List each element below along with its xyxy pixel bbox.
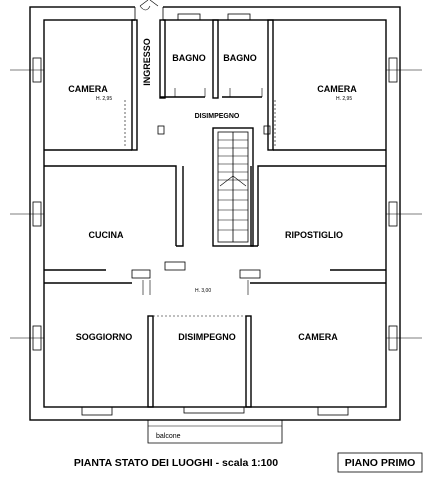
label-bagno-2: BAGNO	[223, 53, 257, 63]
label-soggiorno: SOGGIORNO	[76, 332, 133, 342]
label-balcone: balcone	[156, 433, 181, 440]
label-ripostiglio: RIPOSTIGLIO	[285, 230, 343, 240]
interior-walls-middle	[44, 127, 386, 271]
label-cucina: CUCINA	[89, 230, 124, 240]
floor-label-box	[337, 452, 423, 473]
label-camera-nw-height: H. 2,95	[96, 96, 112, 102]
label-camera-ne: CAMERA	[317, 84, 357, 94]
label-center-height: H. 3,00	[195, 288, 211, 294]
label-camera-ne-height: H. 2,95	[336, 96, 352, 102]
balcony	[147, 406, 283, 444]
plan-title: PIANTA STATO DEI LUOGHI - scala 1:100	[74, 457, 278, 469]
interior-walls-mid-upper	[44, 125, 386, 151]
label-bagno-1: BAGNO	[172, 53, 206, 63]
staircase	[218, 139, 248, 231]
side-windows	[10, 57, 422, 416]
floor-label: PIANO PRIMO	[345, 457, 416, 469]
interior-walls-top	[124, 13, 276, 151]
label-camera-nw: CAMERA	[68, 84, 108, 94]
entrance-door	[134, 0, 164, 20]
label-disimpegno-top: DISIMPEGNO	[195, 113, 240, 120]
label-disimpegno-bottom: DISIMPEGNO	[178, 332, 236, 342]
label-ingresso: INGRESSO	[142, 38, 152, 86]
label-camera-se: CAMERA	[298, 332, 338, 342]
outer-walls	[29, 4, 401, 421]
interior-walls-lower	[44, 261, 386, 408]
